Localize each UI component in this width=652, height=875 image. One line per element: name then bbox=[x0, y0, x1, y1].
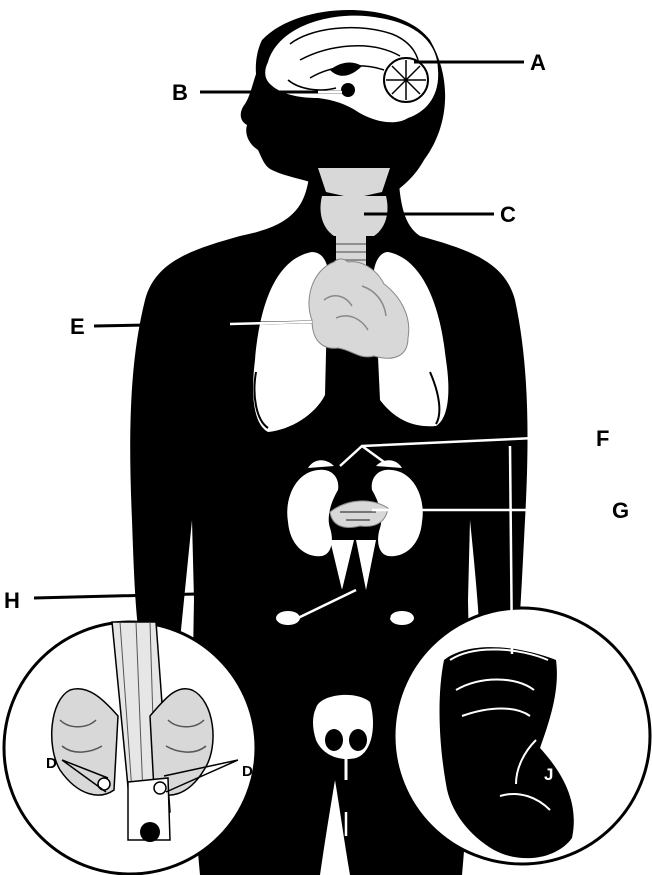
label-b: B bbox=[172, 80, 188, 105]
label-c: C bbox=[500, 202, 516, 227]
label-f: F bbox=[596, 426, 609, 451]
label-e: E bbox=[70, 314, 85, 339]
label-g: G bbox=[612, 498, 629, 523]
label-j: J bbox=[544, 765, 553, 784]
label-a: A bbox=[530, 50, 546, 75]
label-d-right: D bbox=[242, 763, 253, 780]
label-d-left: D bbox=[46, 755, 57, 772]
inset-thyroid-parathyroid bbox=[4, 622, 256, 874]
inset-pituitary bbox=[394, 608, 650, 864]
label-h: H bbox=[4, 588, 20, 613]
label-i: I bbox=[340, 835, 345, 854]
